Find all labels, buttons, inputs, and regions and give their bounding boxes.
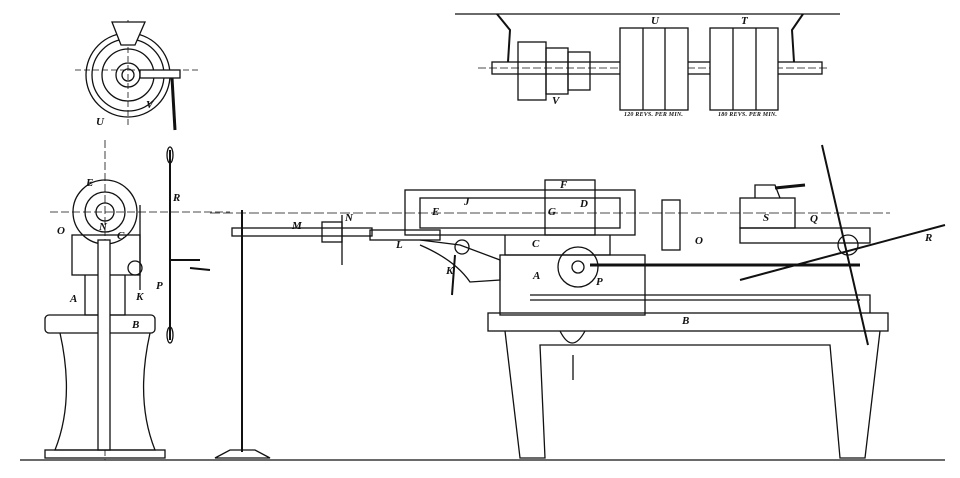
side-view <box>210 144 946 459</box>
label-v-small: V <box>146 99 154 111</box>
label-m: M <box>292 220 302 232</box>
label-e-end: E <box>86 177 94 189</box>
label-s: S <box>763 212 770 224</box>
label-j: J <box>464 196 470 208</box>
label-o-end: O <box>57 225 65 237</box>
end-view <box>44 140 230 460</box>
countershaft-view <box>455 13 840 111</box>
label-r-end: R <box>173 192 181 204</box>
label-q: Q <box>810 213 818 225</box>
label-c: C <box>532 238 540 250</box>
label-k: K <box>446 265 454 277</box>
label-u-small: U <box>96 116 104 128</box>
label-u: U <box>651 15 659 27</box>
label-a-end: A <box>70 293 78 305</box>
label-n-end: N <box>99 221 107 233</box>
label-b-end: B <box>132 319 140 331</box>
pulley-top-view <box>75 20 200 131</box>
label-a: A <box>533 270 541 282</box>
label-l: L <box>396 239 403 251</box>
label-c-end: C <box>117 230 125 242</box>
label-o: O <box>695 235 703 247</box>
label-t: T <box>741 15 748 27</box>
label-b: B <box>682 315 690 327</box>
label-d: D <box>580 198 588 210</box>
label-p-end: P <box>156 280 163 292</box>
label-f: F <box>560 179 568 191</box>
label-k-end: K <box>136 291 144 303</box>
caption-120-revs: 120 REVS. PER MIN. <box>624 112 684 118</box>
label-v: V <box>552 95 560 107</box>
label-n: N <box>345 212 353 224</box>
label-r: R <box>925 232 933 244</box>
caption-180-revs: 180 REVS. PER MIN. <box>718 112 778 118</box>
label-e: E <box>432 206 440 218</box>
label-p: P <box>596 276 603 288</box>
label-g: G <box>548 206 556 218</box>
